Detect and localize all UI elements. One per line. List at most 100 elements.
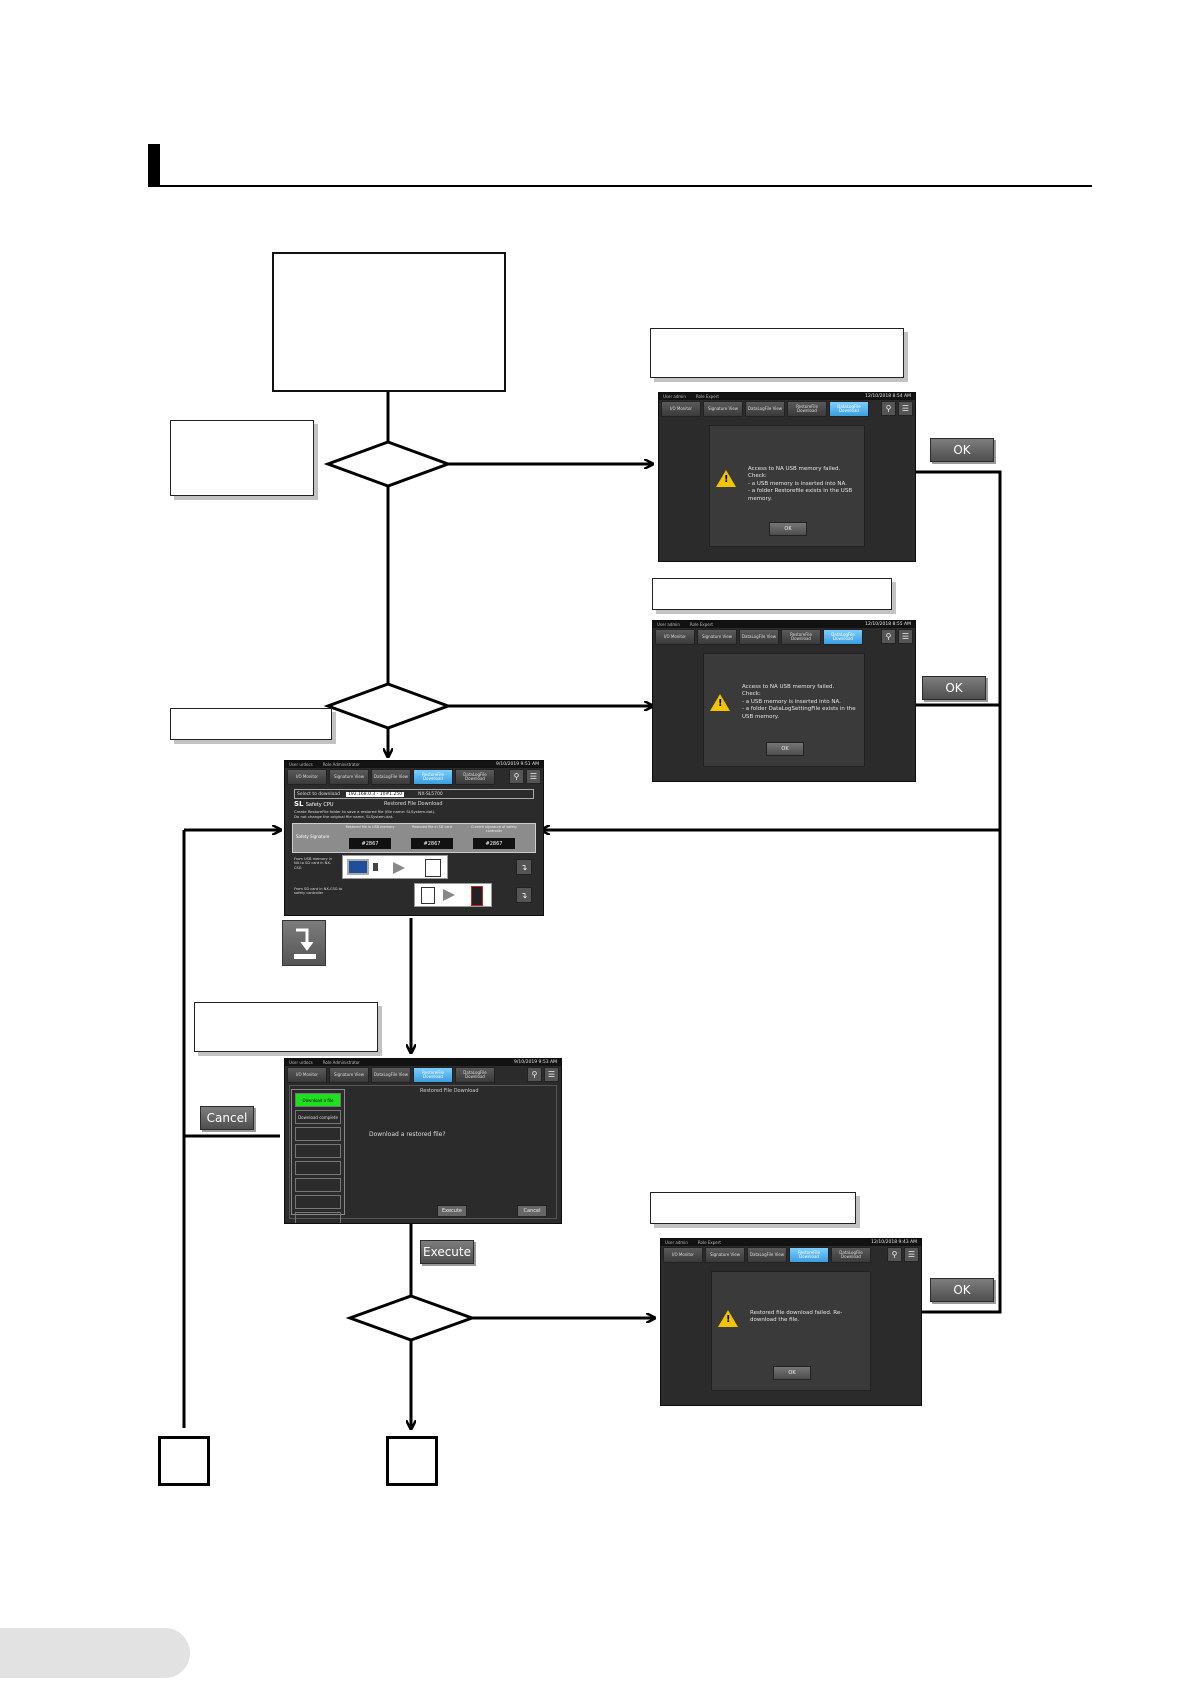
tab-io-monitor[interactable]: I/O Monitor — [661, 401, 701, 417]
panel-title: Restored File Download — [420, 1088, 479, 1094]
cancel-button[interactable]: Cancel — [200, 1106, 254, 1130]
error-dialog: ! Access to NA USB memory failed. Check:… — [709, 425, 865, 547]
step-list: Download a file Download complete — [291, 1089, 345, 1223]
usb-stick-icon — [373, 863, 378, 871]
download-to-controller-button[interactable]: ↴ — [516, 887, 532, 903]
sd-card-icon — [425, 859, 441, 877]
connector-ok-return-path — [910, 470, 1002, 1314]
dialog-ok-button[interactable]: OK — [773, 1366, 811, 1380]
page-number-tab — [0, 1628, 190, 1678]
tab-datalogfile-download[interactable]: DataLogFile Download — [829, 401, 869, 417]
warning-icon: ! — [718, 1310, 738, 1327]
row-usb-to-sd-label: From USB memory in NA to SD card in NX-C… — [294, 857, 332, 870]
execute-button[interactable]: Execute — [420, 1240, 474, 1264]
tab-restorefile-download[interactable]: RestoreFile Download — [413, 1067, 453, 1083]
tab-datalogfile-download[interactable]: DataLogFile Download — [831, 1247, 871, 1263]
magnifier-icon[interactable]: ⚲ — [887, 1247, 902, 1262]
error-message: Access to NA USB memory failed. Check: -… — [748, 466, 853, 502]
download-arrow-icon — [294, 928, 316, 959]
download-icon-button[interactable] — [282, 920, 326, 966]
tab-io-monitor[interactable]: I/O Monitor — [287, 1067, 327, 1083]
tab-datalogfile-view[interactable]: DataLogFile View — [371, 1067, 411, 1083]
tab-restorefile-download[interactable]: RestoreFile Download — [413, 769, 453, 785]
tab-datalogfile-view[interactable]: DataLogFile View — [745, 401, 785, 417]
menu-icon[interactable]: ☰ — [898, 629, 913, 644]
terminal-b — [386, 1436, 438, 1486]
label-box-decision1 — [170, 420, 314, 496]
decision-2 — [323, 682, 453, 730]
tab-signature-view[interactable]: Signature View — [697, 629, 737, 645]
confirm-question: Download a restored file? — [369, 1131, 446, 1138]
tab-io-monitor[interactable]: I/O Monitor — [287, 769, 327, 785]
tab-datalogfile-download[interactable]: DataLogFile Download — [455, 769, 495, 785]
arrow-right-icon — [443, 889, 455, 901]
magnifier-icon[interactable]: ⚲ — [527, 1067, 542, 1082]
step-item — [295, 1144, 341, 1158]
label-box-confirm — [194, 1002, 378, 1052]
warning-icon: ! — [716, 470, 736, 487]
step-item — [295, 1212, 341, 1223]
signature-table: Safety Signature Restored file in USB me… — [292, 823, 536, 853]
label-box-error1 — [650, 328, 904, 378]
label-box-decision2 — [170, 708, 332, 740]
tab-datalogfile-view[interactable]: DataLogFile View — [739, 629, 779, 645]
label-box-error3 — [650, 1192, 856, 1224]
confirm-panel: Restored File Download — [289, 1085, 557, 1219]
hmi-datetime: 12/10/2018 8:55 AM — [865, 622, 911, 627]
magnifier-icon[interactable]: ⚲ — [881, 401, 896, 416]
label-box-error2 — [652, 578, 892, 610]
magnifier-icon[interactable]: ⚲ — [509, 769, 524, 784]
step-item — [295, 1161, 341, 1175]
target-ip[interactable]: 192.168.0.3 - 10#1.250 — [346, 791, 405, 797]
ok-button-3[interactable]: OK — [930, 1278, 994, 1302]
menu-icon[interactable]: ☰ — [526, 769, 541, 784]
hmi-user: User admin — [663, 394, 686, 399]
sig-value-sd: #2867 — [411, 838, 453, 849]
hmi-cancel-button[interactable]: Cancel — [517, 1205, 547, 1217]
hmi-execute-button[interactable]: Execute — [437, 1205, 467, 1217]
tab-datalogfile-view[interactable]: DataLogFile View — [371, 769, 411, 785]
section-header-rule — [148, 185, 1092, 187]
magnifier-icon[interactable]: ⚲ — [881, 629, 896, 644]
hmi-datetime: 9/10/2019 9:53 AM — [513, 1060, 557, 1065]
tab-signature-view[interactable]: Signature View — [705, 1247, 745, 1263]
tab-datalogfile-view[interactable]: DataLogFile View — [747, 1247, 787, 1263]
sig-value-usb: #2867 — [349, 838, 391, 849]
tab-restorefile-download[interactable]: RestoreFile Download — [781, 629, 821, 645]
tab-io-monitor[interactable]: I/O Monitor — [663, 1247, 703, 1263]
tab-datalogfile-download[interactable]: DataLogFile Download — [823, 629, 863, 645]
hmi-role: Role Expert — [695, 394, 719, 399]
controller-icon — [471, 886, 483, 906]
warning-icon: ! — [710, 694, 730, 711]
menu-icon[interactable]: ☰ — [898, 401, 913, 416]
instructions: Create RestoreFile folder to save a rest… — [294, 809, 436, 819]
menu-icon[interactable]: ☰ — [544, 1067, 559, 1082]
tab-restorefile-download[interactable]: RestoreFile Download — [787, 401, 827, 417]
ok-button-1[interactable]: OK — [930, 438, 994, 462]
dialog-ok-button[interactable]: OK — [769, 522, 807, 536]
tab-datalogfile-download[interactable]: DataLogFile Download — [455, 1067, 495, 1083]
hmi-datetime: 12/10/2018 8:54 AM — [865, 394, 911, 399]
dialog-ok-button[interactable]: OK — [766, 742, 804, 756]
tab-io-monitor[interactable]: I/O Monitor — [655, 629, 695, 645]
target-label: Select to download — [297, 791, 341, 797]
menu-icon[interactable]: ☰ — [904, 1247, 919, 1262]
tab-signature-view[interactable]: Signature View — [703, 401, 743, 417]
tab-restorefile-download[interactable]: RestoreFile Download — [789, 1247, 829, 1263]
device-title: Safety CPU — [305, 802, 334, 808]
error-message: Access to NA USB memory failed. Check: -… — [742, 684, 856, 720]
ok-button-2[interactable]: OK — [922, 676, 986, 700]
target-device: NX-SL5700 — [418, 791, 443, 797]
tab-signature-view[interactable]: Signature View — [329, 769, 369, 785]
sd-to-controller-graphic — [414, 883, 492, 907]
hmi-device-icon — [347, 859, 369, 875]
decision-3 — [345, 1294, 477, 1342]
tab-signature-view[interactable]: Signature View — [329, 1067, 369, 1083]
download-to-sd-button[interactable]: ↴ — [516, 859, 532, 875]
step-item — [295, 1195, 341, 1209]
row-sd-to-controller-label: From SD card in NX-CSG to safety control… — [294, 887, 343, 896]
